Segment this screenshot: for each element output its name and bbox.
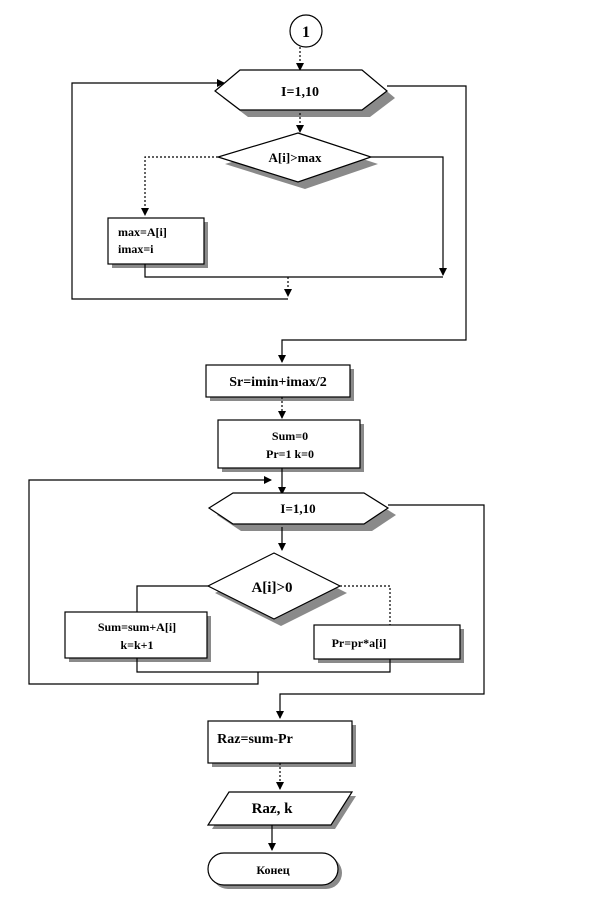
merge-line-2 bbox=[136, 658, 391, 673]
decision-positive-text: A[i]>0 bbox=[251, 580, 292, 596]
avg-text: Sr=imin+imax/2 bbox=[229, 375, 327, 390]
sum-text: Sum=sum+A[i] bbox=[98, 620, 176, 634]
avg-box: Sr=imin+imax/2 bbox=[205, 364, 354, 401]
count-text: k=k+1 bbox=[120, 638, 153, 652]
connector-label: 1 bbox=[302, 24, 310, 41]
diff-text: Raz=sum-Pr bbox=[217, 732, 293, 747]
decision-max-text: A[i]>max bbox=[269, 150, 322, 165]
init-pr-text: Pr=1 k=0 bbox=[266, 447, 314, 461]
decision-positive: A[i]>0 bbox=[206, 552, 347, 626]
start-connector: 1 bbox=[289, 14, 323, 48]
init-sum-text: Sum=0 bbox=[272, 429, 308, 443]
merge-line bbox=[144, 264, 443, 278]
output-box: Raz, k bbox=[206, 791, 356, 829]
loop2-header-text: I=1,10 bbox=[280, 501, 315, 516]
assign-max-text: max=A[i] bbox=[118, 225, 167, 239]
flow-no-arrow bbox=[371, 156, 447, 276]
loop1-header-text: I=1,10 bbox=[281, 85, 319, 100]
loop1-exit bbox=[278, 85, 467, 363]
loop2-header: I=1,10 bbox=[207, 492, 396, 531]
loop1-back-edge bbox=[71, 79, 288, 300]
loop2-exit bbox=[276, 504, 485, 719]
init-box: Sum=0 Pr=1 k=0 bbox=[217, 419, 364, 472]
flow-yes-line bbox=[136, 585, 208, 612]
assign-max-box: max=A[i] imax=i bbox=[107, 217, 208, 268]
end-terminator: Конец bbox=[207, 852, 342, 889]
diff-box: Raz=sum-Pr bbox=[207, 720, 356, 767]
assign-imax-text: imax=i bbox=[118, 242, 154, 256]
output-text: Raz, k bbox=[252, 801, 293, 817]
sum-box: Sum=sum+A[i] k=k+1 bbox=[64, 611, 211, 662]
product-box: Pr=pr*a[i] bbox=[313, 624, 464, 663]
flow-no-line bbox=[340, 585, 391, 625]
flow-yes-arrow bbox=[141, 156, 218, 216]
loop1-header: I=1,10 bbox=[214, 69, 395, 117]
decision-max: A[i]>max bbox=[215, 132, 378, 189]
product-text: Pr=pr*a[i] bbox=[332, 636, 387, 650]
end-text: Конец bbox=[256, 863, 289, 877]
loop2-back-edge bbox=[28, 476, 272, 685]
